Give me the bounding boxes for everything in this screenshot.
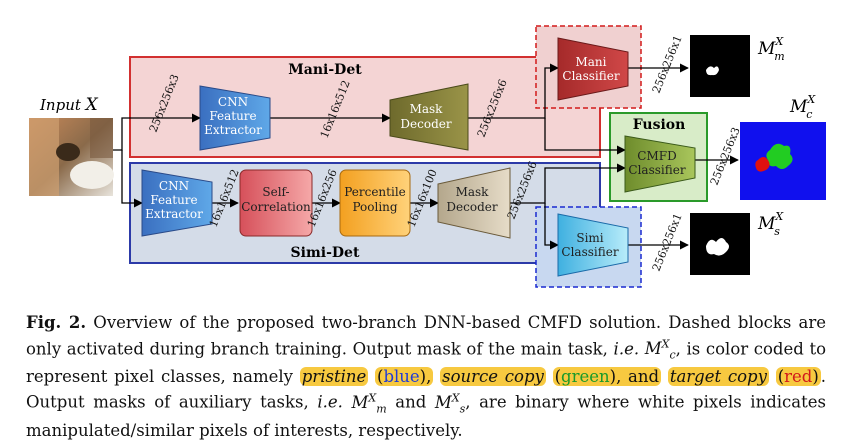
svg-text:Correlation: Correlation <box>241 200 311 214</box>
svg-text:Mask: Mask <box>456 185 490 199</box>
caption-and: and <box>395 392 427 412</box>
svg-text:CNN: CNN <box>218 95 248 109</box>
caption-text-4: , are binary where white pixels indicate… <box>26 392 826 440</box>
svg-text:Decoder: Decoder <box>400 117 451 131</box>
caption-ms: MXs <box>434 391 466 416</box>
simi-det-title: Simi-Det <box>291 245 360 261</box>
svg-text:Classifier: Classifier <box>628 163 685 177</box>
svg-text:Classifier: Classifier <box>561 245 618 259</box>
simi-classifier: Simi Classifier <box>557 213 629 277</box>
svg-text:Self-: Self- <box>262 185 289 199</box>
input-image <box>29 118 114 196</box>
mani-classifier: Mani Classifier <box>557 37 629 101</box>
input-to-bottom <box>121 150 143 208</box>
caption-red: (red) <box>775 366 821 386</box>
bot-dec-to-fusion <box>510 163 626 204</box>
figure-caption: Fig. 2. Overview of the proposed two-bra… <box>26 312 826 441</box>
svg-text:Classifier: Classifier <box>562 69 619 83</box>
self-correlation-block: Self- Correlation <box>239 169 313 237</box>
simi-output-mask <box>690 213 750 275</box>
dim-cmfd-out: 256x256x3 <box>708 125 743 187</box>
svg-text:CNN: CNN <box>159 179 189 193</box>
svg-text:Extractor: Extractor <box>145 207 203 221</box>
top-dec-to-fusion <box>544 118 626 155</box>
caption-ie-2: i.e. <box>317 392 343 412</box>
svg-text:Feature: Feature <box>209 109 256 123</box>
svg-text:Percentile: Percentile <box>344 185 406 199</box>
svg-text:Mani: Mani <box>575 55 606 69</box>
svg-text:Simi: Simi <box>576 231 603 245</box>
caption-mm: MXm <box>351 391 387 416</box>
mani-output-mask <box>690 35 750 97</box>
architecture-diagram: Mani-Det Simi-Det Fusion Input X CNN Fea… <box>29 25 826 288</box>
svg-text:CMFD: CMFD <box>637 149 676 163</box>
svg-text:Mask: Mask <box>410 102 444 116</box>
fusion-title: Fusion <box>633 117 686 133</box>
caption-pristine: pristine <box>299 366 369 386</box>
caption-ie-1: i.e. <box>613 339 640 358</box>
caption-label: Fig. 2. <box>26 313 87 332</box>
caption-mc: MXc <box>644 337 676 362</box>
cmfd-classifier: CMFD Classifier <box>624 135 696 193</box>
dim-mani-out: 256x256x1 <box>650 33 685 95</box>
caption-target-copy: target copy <box>667 366 769 386</box>
caption-text-1: Overview of the proposed two-branch DNN-… <box>26 313 827 358</box>
svg-text:Feature: Feature <box>150 193 197 207</box>
mask-decoder-bottom: Mask Decoder <box>437 167 511 239</box>
caption-text-3: . Output masks of auxiliary tasks, <box>26 366 827 412</box>
caption-text-2: , is color coded to represent pixel clas… <box>26 339 827 386</box>
bot-dec-to-simi <box>544 203 559 250</box>
caption-blue: (blue), <box>375 366 434 386</box>
top-dec-to-mani <box>468 63 559 119</box>
mask-decoder-top: Mask Decoder <box>389 83 469 151</box>
mani-det-title: Mani-Det <box>288 62 362 78</box>
svg-text:Pooling: Pooling <box>352 200 397 214</box>
input-label: Input X <box>39 95 99 115</box>
input-to-top <box>113 113 201 151</box>
cnn-extractor-bottom: CNN Feature Extractor <box>141 169 213 237</box>
dim-simi-out: 256x256x1 <box>650 211 685 273</box>
caption-green: (green), and <box>552 366 662 386</box>
caption-source-copy: source copy <box>440 366 546 386</box>
cnn-extractor-top: CNN Feature Extractor <box>199 85 271 151</box>
percentile-pooling-block: Percentile Pooling <box>339 169 411 237</box>
svg-text:Decoder: Decoder <box>446 200 497 214</box>
fusion-output-mask <box>740 122 826 200</box>
svg-text:Extractor: Extractor <box>204 123 262 137</box>
